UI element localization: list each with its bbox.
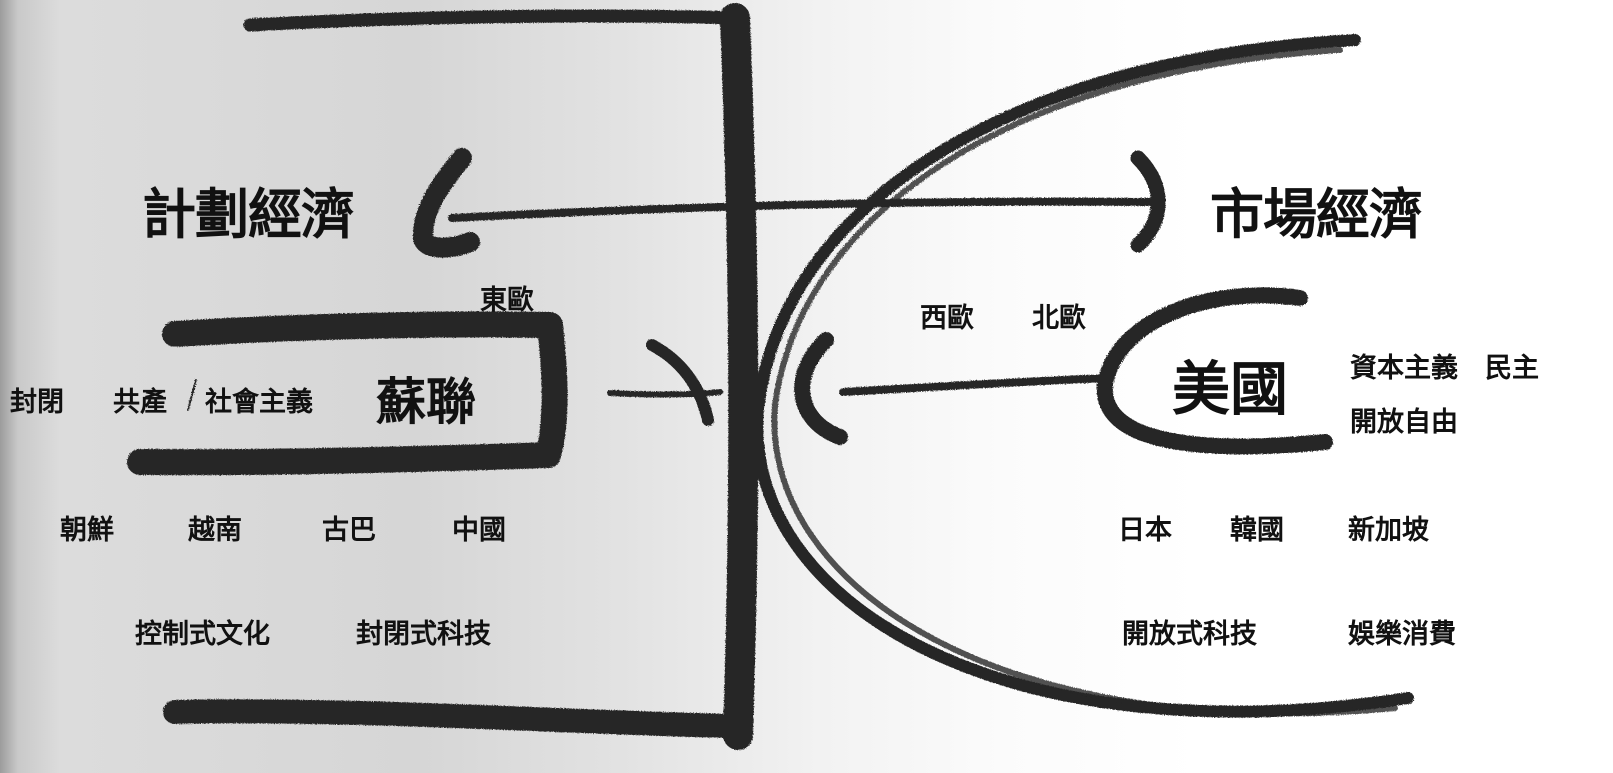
left-arrow-stroke — [607, 389, 723, 398]
bottom-bar-stroke — [163, 699, 742, 738]
top-bar-stroke — [243, 9, 742, 32]
left-hook-stroke — [413, 148, 480, 258]
economy-line-stroke — [448, 197, 1154, 222]
trait-controlled-culture: 控制式文化 — [135, 619, 270, 650]
big-arc-stroke — [751, 34, 1414, 718]
soviet-bracket-stroke — [127, 311, 568, 476]
east-europe-label: 東歐 — [480, 285, 534, 316]
usa-label: 美國 — [1172, 355, 1289, 423]
trait-closed-technology: 封閉式科技 — [356, 619, 491, 650]
trait-open-technology: 開放式科技 — [1122, 619, 1257, 650]
ideology-communism-label: 共產 — [113, 387, 167, 418]
planned-economy-label: 計劃經濟 — [142, 182, 355, 246]
ally-singapore: 新加坡 — [1348, 515, 1429, 546]
ideology-closed-label: 封閉 — [10, 387, 64, 418]
ally-north-korea: 朝鮮 — [60, 515, 114, 546]
crescent-stroke — [794, 332, 848, 445]
north-europe-label: 北歐 — [1032, 303, 1086, 334]
vertical-axis-stroke — [720, 3, 759, 750]
ally-china: 中國 — [452, 515, 506, 546]
trait-entertainment-consumption: 娛樂消費 — [1348, 619, 1456, 650]
us-bracket-stroke — [1096, 287, 1333, 455]
market-economy-label: 市場經濟 — [1210, 182, 1423, 246]
values-line-1: 資本主義 民主 — [1350, 353, 1539, 384]
us-arrow-stroke — [839, 374, 1112, 396]
west-europe-label: 西歐 — [920, 303, 974, 334]
ally-vietnam: 越南 — [188, 515, 242, 546]
soviet-union-label: 蘇聯 — [376, 372, 476, 431]
right-arrowhead-stroke — [1130, 150, 1166, 253]
divider-slash — [187, 379, 197, 411]
ally-japan: 日本 — [1118, 515, 1172, 546]
ideology-socialism-label: 社會主義 — [205, 387, 313, 418]
values-line-2: 開放自由 — [1350, 407, 1458, 438]
ally-korea: 韓國 — [1230, 515, 1284, 546]
ally-cuba: 古巴 — [322, 515, 376, 546]
